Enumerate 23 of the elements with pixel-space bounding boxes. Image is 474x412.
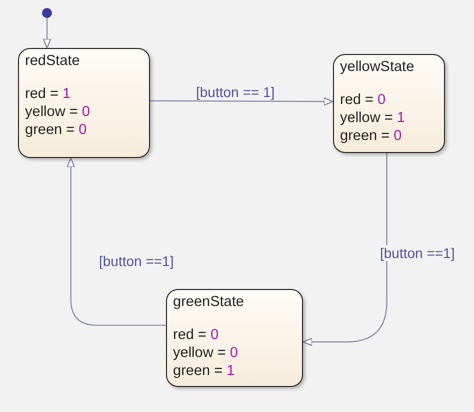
assignment-text: yellow = 1 <box>340 109 405 127</box>
edge-label: [button ==1] <box>97 253 176 269</box>
assignment-text: green = 0 <box>25 121 87 139</box>
assignment-text: green = 0 <box>340 127 402 145</box>
state-box <box>166 289 303 387</box>
transition-arrow <box>42 18 52 49</box>
transition-arrow <box>66 157 166 326</box>
state-box <box>333 54 445 153</box>
assignment-text: yellow = 0 <box>25 103 90 121</box>
state-name: greenState <box>173 294 244 310</box>
assignment-text: red = 1 <box>25 85 71 103</box>
assignment-text: green = 1 <box>173 362 235 380</box>
state-name: redState <box>25 53 80 69</box>
edge-label: [button == 1] <box>194 84 277 100</box>
transition-arrow <box>302 153 388 346</box>
initial-state-dot <box>42 8 52 18</box>
state-box <box>18 48 150 158</box>
transition-arrow <box>150 97 334 106</box>
assignment-text: red = 0 <box>340 91 386 109</box>
assignment-text: yellow = 0 <box>173 344 238 362</box>
edge-label: [button ==1] <box>378 245 457 261</box>
state-name: yellowState <box>340 59 414 75</box>
assignment-text: red = 0 <box>173 326 219 344</box>
